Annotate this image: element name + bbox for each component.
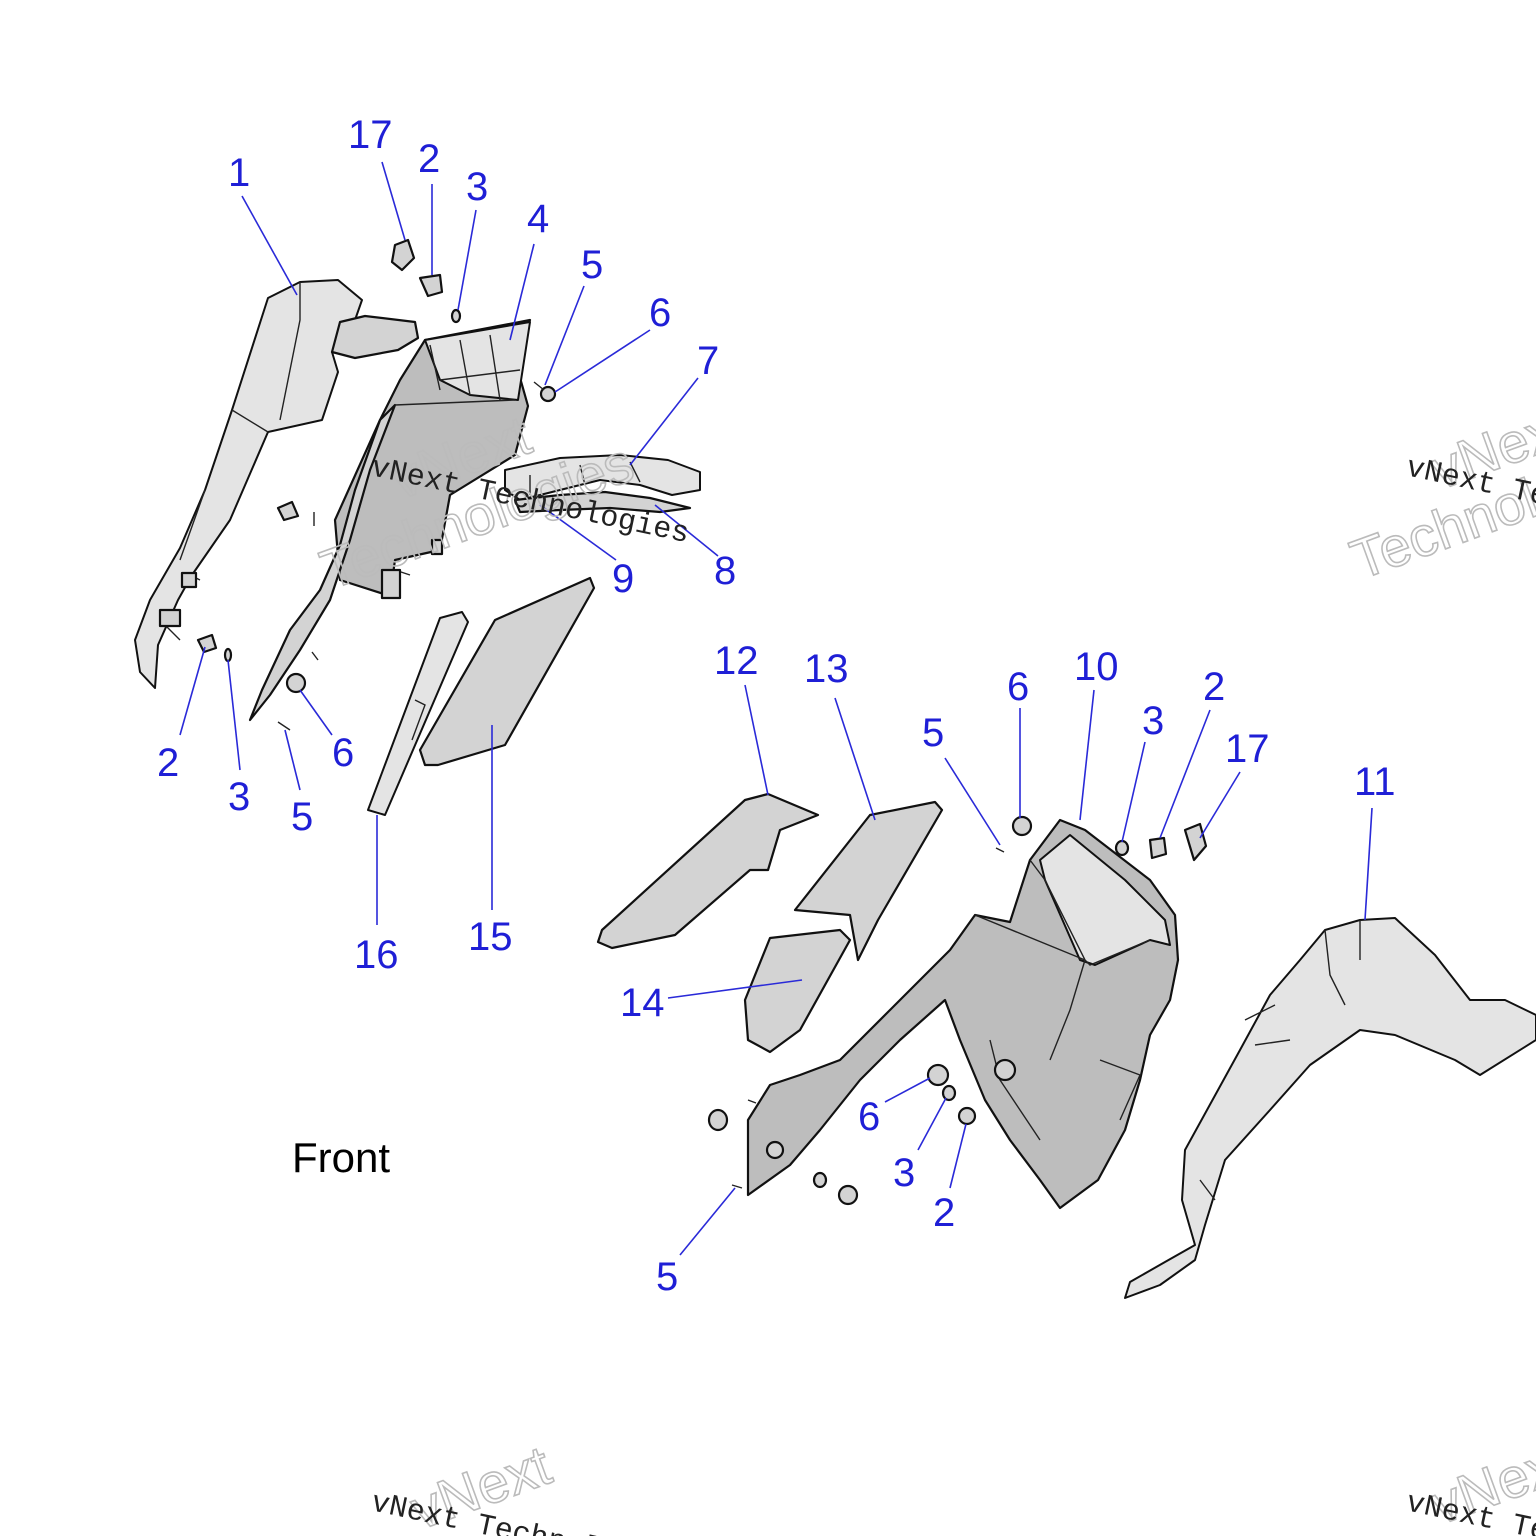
right-fasteners: [707, 815, 1208, 1206]
callout-15: 15: [468, 915, 513, 959]
callout-6: 6: [332, 731, 354, 775]
part-13-panel: [793, 800, 944, 962]
callout-5: 5: [291, 795, 313, 839]
watermark-bottom-center: vNext vNext Technologies: [368, 1432, 692, 1536]
callout-2: 2: [933, 1191, 955, 1235]
callout-3: 3: [466, 165, 488, 209]
watermark-bottom-right: vNext vNext Technologies: [1403, 1427, 1536, 1536]
callout-5: 5: [581, 243, 603, 287]
callout-14: 14: [620, 981, 665, 1025]
callout-2: 2: [157, 741, 179, 785]
part-4-frame: [248, 318, 532, 722]
callout-3: 3: [1142, 699, 1164, 743]
callout-10: 10: [1074, 645, 1119, 689]
part-15-panel: [418, 576, 596, 767]
left-fasteners: [196, 238, 557, 731]
callout-numbers: 17 2 3 1 4 5 6 7 8 9 2 3 5 6 16 15 12 13…: [157, 113, 1396, 1299]
callout-7: 7: [697, 339, 719, 383]
callout-2: 2: [1203, 665, 1225, 709]
callout-9: 9: [612, 557, 634, 601]
front-label: Front: [292, 1134, 390, 1181]
part-1-side-panel: [134, 279, 420, 689]
callout-6: 6: [649, 291, 671, 335]
part-11-side-panel: [1124, 917, 1536, 1299]
part-12-trim: [596, 792, 820, 950]
callout-4: 4: [527, 197, 549, 241]
part-14-panel: [743, 928, 852, 1054]
callout-5: 5: [656, 1255, 678, 1299]
callout-13: 13: [804, 647, 849, 691]
callout-6: 6: [1007, 665, 1029, 709]
callout-17: 17: [348, 113, 393, 157]
callout-8: 8: [714, 549, 736, 593]
callout-16: 16: [354, 933, 399, 977]
callout-11: 11: [1354, 760, 1396, 804]
part-7-8-trim: [504, 454, 701, 514]
part-16-trim-strip: [367, 611, 469, 816]
watermark-right: vNext Technologies vNext Technologies: [1342, 392, 1536, 592]
callout-5: 5: [922, 711, 944, 755]
leader-lines: [179, 161, 1373, 1256]
callout-1: 1: [228, 151, 250, 195]
callout-12: 12: [714, 639, 759, 683]
callout-6: 6: [858, 1095, 880, 1139]
part-10-front-body: [746, 818, 1180, 1210]
callout-2: 2: [418, 137, 440, 181]
callout-3: 3: [228, 775, 250, 819]
callout-3: 3: [893, 1151, 915, 1195]
callout-17: 17: [1225, 727, 1270, 771]
